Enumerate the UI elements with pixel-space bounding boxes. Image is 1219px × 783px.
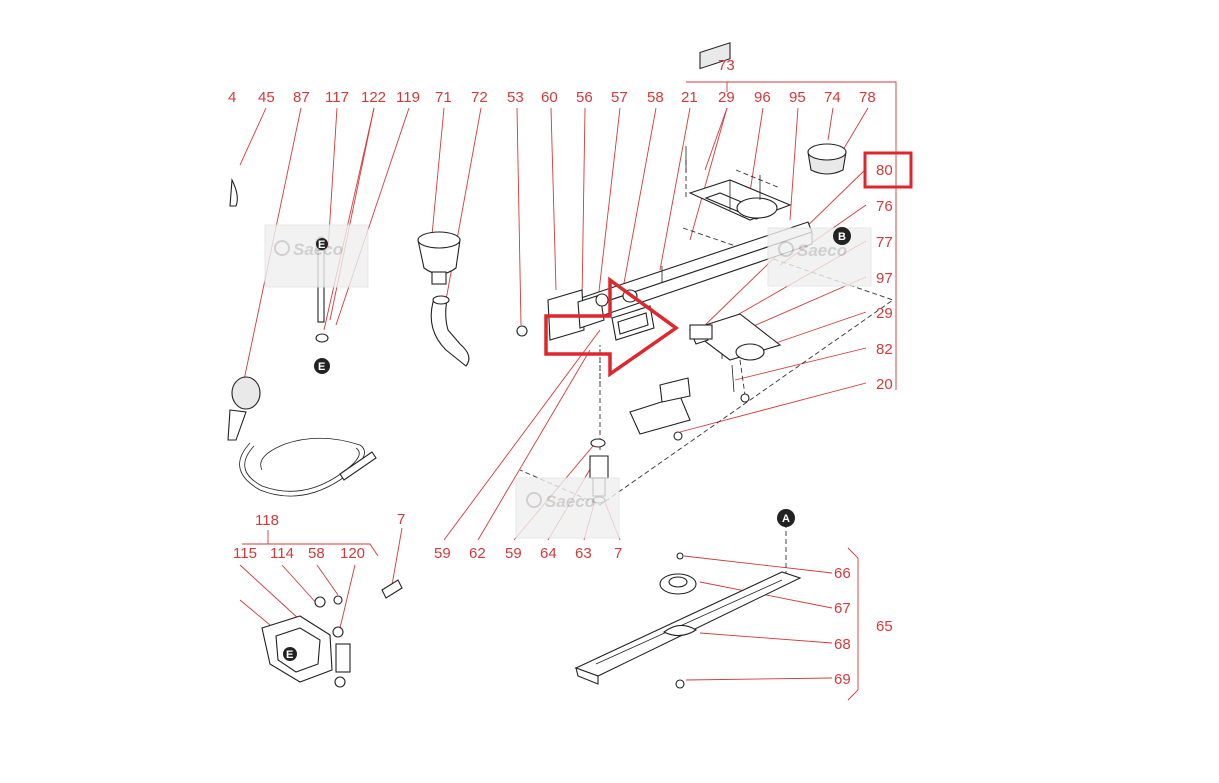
label-53: 53 bbox=[507, 89, 524, 106]
label-29: 29 bbox=[718, 89, 735, 106]
label-68: 68 bbox=[834, 636, 851, 653]
label-74: 74 bbox=[824, 89, 841, 106]
svg-text:E: E bbox=[318, 239, 325, 251]
label-76: 76 bbox=[876, 198, 893, 215]
label-62: 62 bbox=[469, 545, 486, 562]
label-119: 119 bbox=[396, 89, 420, 106]
label-58: 58 bbox=[647, 89, 664, 106]
marker-a: A bbox=[777, 509, 795, 527]
label-20: 20 bbox=[876, 376, 893, 393]
label-120: 120 bbox=[340, 545, 365, 562]
label-96: 96 bbox=[754, 89, 771, 106]
svg-text:B: B bbox=[838, 231, 846, 243]
watermark-brand: Saeco bbox=[797, 241, 847, 260]
label-59-second: 59 bbox=[505, 545, 522, 562]
label-7: 7 bbox=[614, 545, 622, 562]
label-57: 57 bbox=[611, 89, 628, 106]
parts bbox=[227, 42, 847, 689]
marker-e-3: E bbox=[283, 647, 297, 661]
label-56: 56 bbox=[576, 89, 593, 106]
label-95: 95 bbox=[789, 89, 806, 106]
part-labels: 4 45 87 117 122 119 71 72 53 60 56 57 58… bbox=[228, 57, 893, 688]
label-60: 60 bbox=[541, 89, 558, 106]
highlight-arrow bbox=[544, 276, 680, 378]
label-87: 87 bbox=[293, 89, 310, 106]
svg-text:E: E bbox=[318, 361, 325, 373]
svg-text:A: A bbox=[782, 513, 790, 525]
label-72: 72 bbox=[471, 89, 488, 106]
label-73: 73 bbox=[718, 57, 735, 74]
label-63: 63 bbox=[575, 545, 592, 562]
label-69: 69 bbox=[834, 671, 851, 688]
label-4: 4 bbox=[228, 89, 236, 106]
label-29-right: 29 bbox=[876, 305, 893, 322]
watermark-1: Saeco bbox=[264, 224, 369, 288]
label-65: 65 bbox=[876, 618, 893, 635]
label-64: 64 bbox=[540, 545, 557, 562]
label-117: 117 bbox=[325, 89, 349, 106]
label-21: 21 bbox=[681, 89, 698, 106]
watermark-brand: Saeco bbox=[293, 240, 343, 259]
svg-text:E: E bbox=[286, 649, 293, 661]
label-97: 97 bbox=[876, 270, 893, 287]
label-58-lower: 58 bbox=[308, 545, 325, 562]
label-71: 71 bbox=[435, 89, 452, 106]
label-78: 78 bbox=[859, 89, 876, 106]
label-7-lower: 7 bbox=[397, 511, 405, 528]
label-45: 45 bbox=[258, 89, 275, 106]
watermark-2: Saeco bbox=[767, 227, 872, 287]
label-59: 59 bbox=[434, 545, 451, 562]
label-77: 77 bbox=[876, 234, 893, 251]
label-82: 82 bbox=[876, 341, 893, 358]
label-122: 122 bbox=[361, 89, 386, 106]
label-80: 80 bbox=[876, 162, 893, 179]
label-118: 118 bbox=[255, 512, 279, 529]
label-67: 67 bbox=[834, 600, 851, 617]
label-66: 66 bbox=[834, 565, 851, 582]
highlight-box-80 bbox=[863, 151, 913, 189]
marker-e: E bbox=[314, 358, 330, 374]
watermark-3: Saeco bbox=[515, 477, 620, 539]
label-115: 115 bbox=[233, 545, 257, 562]
marker-b: B bbox=[833, 227, 851, 245]
watermark-brand: Saeco bbox=[545, 492, 595, 511]
label-114: 114 bbox=[270, 545, 294, 562]
leader-lines bbox=[239, 81, 897, 701]
marker-e-2: E bbox=[316, 238, 328, 251]
